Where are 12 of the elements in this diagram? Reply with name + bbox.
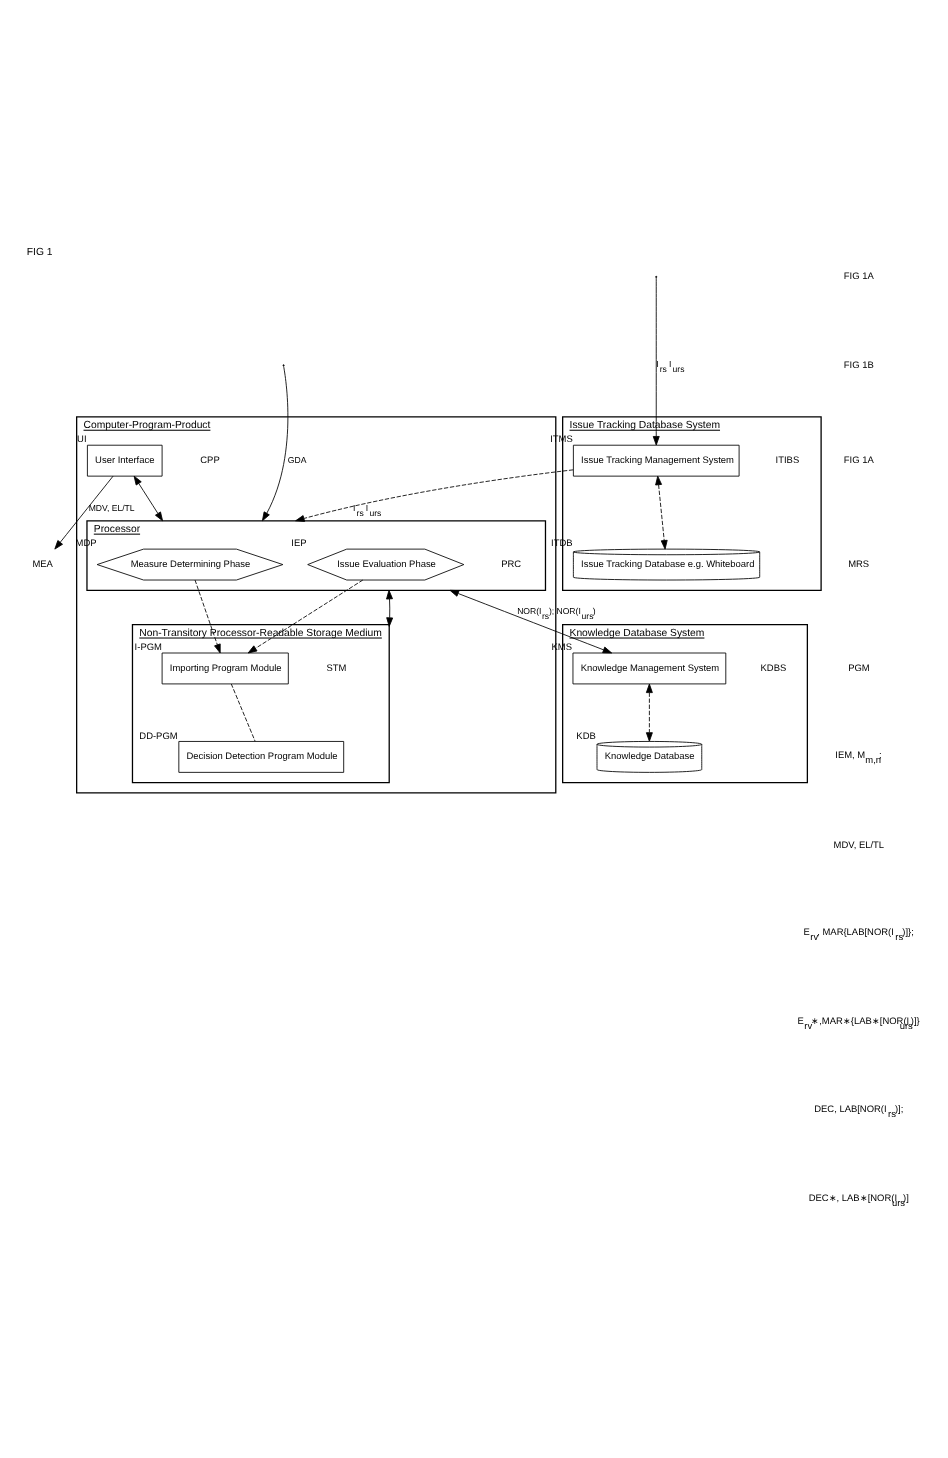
arrow (194, 579, 221, 654)
arrow (247, 579, 364, 654)
arrow (449, 589, 613, 654)
arrow (386, 589, 394, 627)
arrow (295, 469, 574, 522)
arrow (645, 683, 653, 742)
arrow (655, 475, 668, 550)
arrow (54, 475, 114, 550)
arrow (133, 475, 163, 522)
connector (230, 683, 256, 742)
arrow (261, 365, 289, 522)
arrow (652, 277, 660, 446)
